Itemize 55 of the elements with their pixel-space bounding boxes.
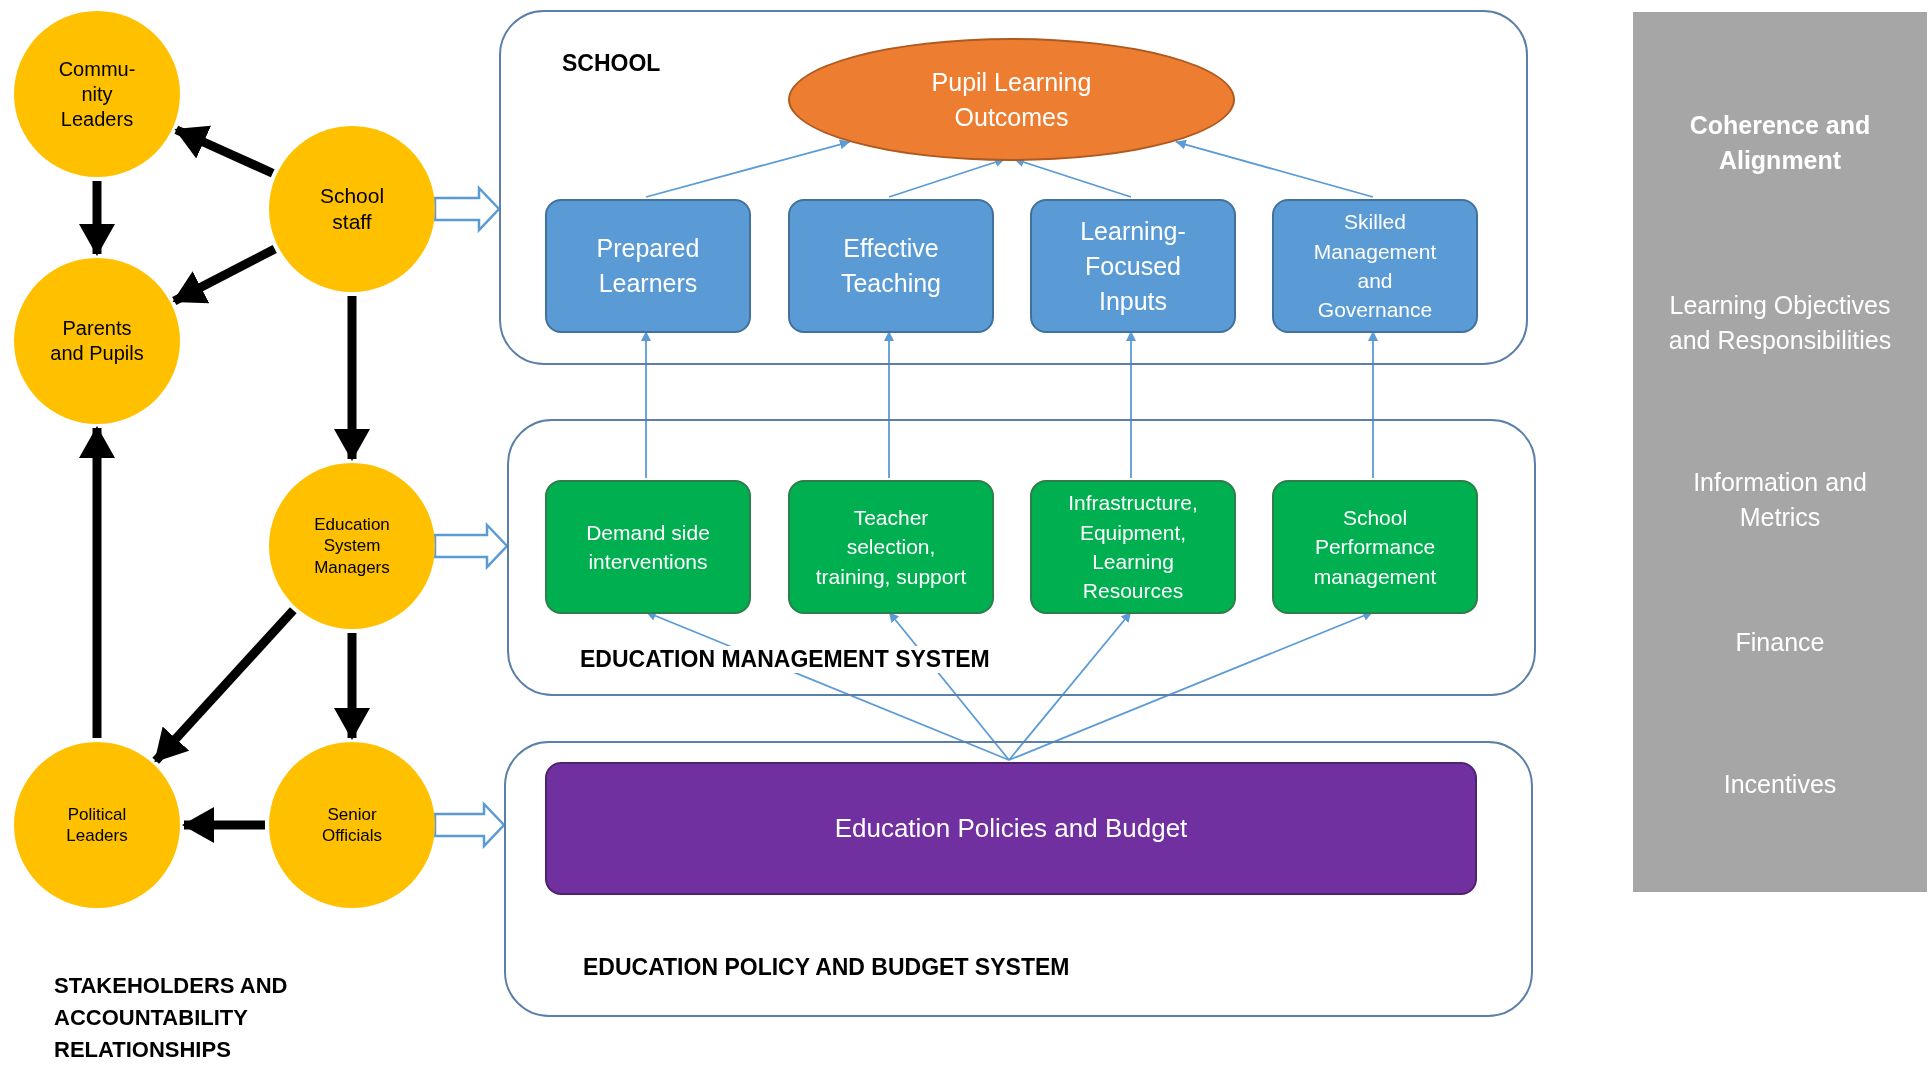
box-label: School Performance management (1312, 504, 1438, 590)
theme-label: Finance (1734, 627, 1826, 658)
arrow (645, 139, 851, 198)
process-box (788, 480, 994, 614)
stakeholder-label: School staff (318, 182, 386, 235)
process-box (545, 199, 751, 333)
process-box (788, 199, 994, 333)
arrow (1126, 330, 1136, 479)
arrow (79, 181, 115, 256)
process-box (1030, 480, 1236, 614)
stakeholder-label: Senior Officials (320, 803, 384, 847)
arrow (1174, 139, 1374, 198)
system-panel (499, 10, 1528, 365)
box-label: Education Policies and Budget (833, 812, 1189, 846)
theme-label: Learning Objectives and Responsibilities (1667, 290, 1893, 356)
stakeholder-label: Political Leaders (65, 803, 129, 847)
arrow (334, 633, 370, 740)
process-box (545, 762, 1477, 895)
arrow (1008, 611, 1132, 761)
system-panel (507, 419, 1536, 696)
theme-label: Information and Metrics (1692, 467, 1868, 533)
arrow (152, 607, 297, 764)
stakeholder-label: Commu- nity Leaders (57, 56, 137, 132)
arrow (174, 125, 275, 178)
arrow (641, 330, 651, 479)
box-label: Demand side interventions (585, 519, 711, 575)
block-arrow (433, 800, 506, 850)
panel-title: EDUCATION MANAGEMENT SYSTEM (578, 646, 992, 673)
section-title: STAKEHOLDERS AND ACCOUNTABILITY RELATIONSHIPS (54, 972, 289, 1064)
process-box (545, 480, 751, 614)
process-box (1272, 480, 1478, 614)
arrow (1368, 330, 1378, 479)
arrow (79, 426, 115, 738)
stakeholder-label: Parents and Pupils (49, 316, 145, 366)
box-label: Effective Teaching (839, 233, 943, 299)
process-box (1272, 199, 1478, 333)
box-label: Prepared Learners (595, 233, 701, 299)
system-panel (504, 741, 1533, 1017)
process-box (1030, 199, 1236, 333)
arrow (334, 296, 370, 461)
arrow (182, 807, 265, 843)
arrow (1008, 611, 1374, 761)
theme-label: Incentives (1722, 769, 1838, 800)
theme-sidebar (1633, 12, 1927, 892)
box-label: Learning-Focused Inputs (1079, 215, 1187, 317)
theme-label: Coherence and Alignment (1688, 110, 1872, 176)
arrow (884, 330, 894, 479)
block-arrow (433, 521, 509, 571)
box-label: Infrastructure, Equipment, Learning Resources (1067, 490, 1199, 605)
box-label: Teacher selection, training, support (814, 504, 968, 590)
stakeholder-label: Education System Managers (313, 514, 391, 578)
box-label: Pupil Learning Outcomes (930, 66, 1093, 133)
arrow (172, 245, 277, 305)
box-label: Skilled Management and Governance (1312, 209, 1438, 324)
block-arrow (433, 184, 501, 234)
